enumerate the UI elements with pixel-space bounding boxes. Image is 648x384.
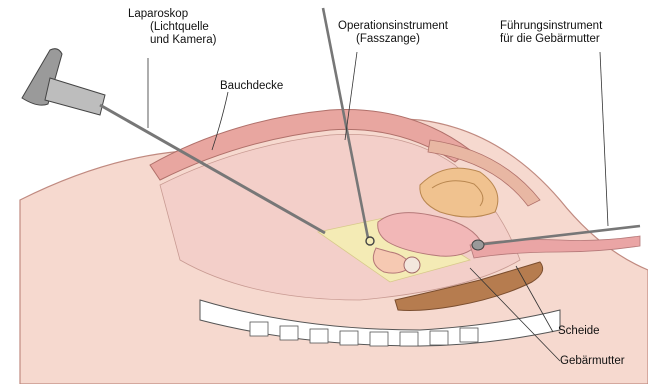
label-scheide: Scheide	[558, 325, 600, 338]
label-bauchdecke: Bauchdecke	[220, 80, 283, 93]
label-laparoskop: Laparoskop (Lichtquelle und Kamera)	[128, 8, 216, 47]
label-operationsinstrument: Operationsinstrument (Fasszange)	[338, 20, 448, 46]
label-gebaermutter: Gebärmutter	[560, 355, 625, 368]
follicle	[404, 257, 420, 273]
label-fuehrungsinstrument: Führungsinstrument für die Gebärmutter	[500, 20, 602, 46]
